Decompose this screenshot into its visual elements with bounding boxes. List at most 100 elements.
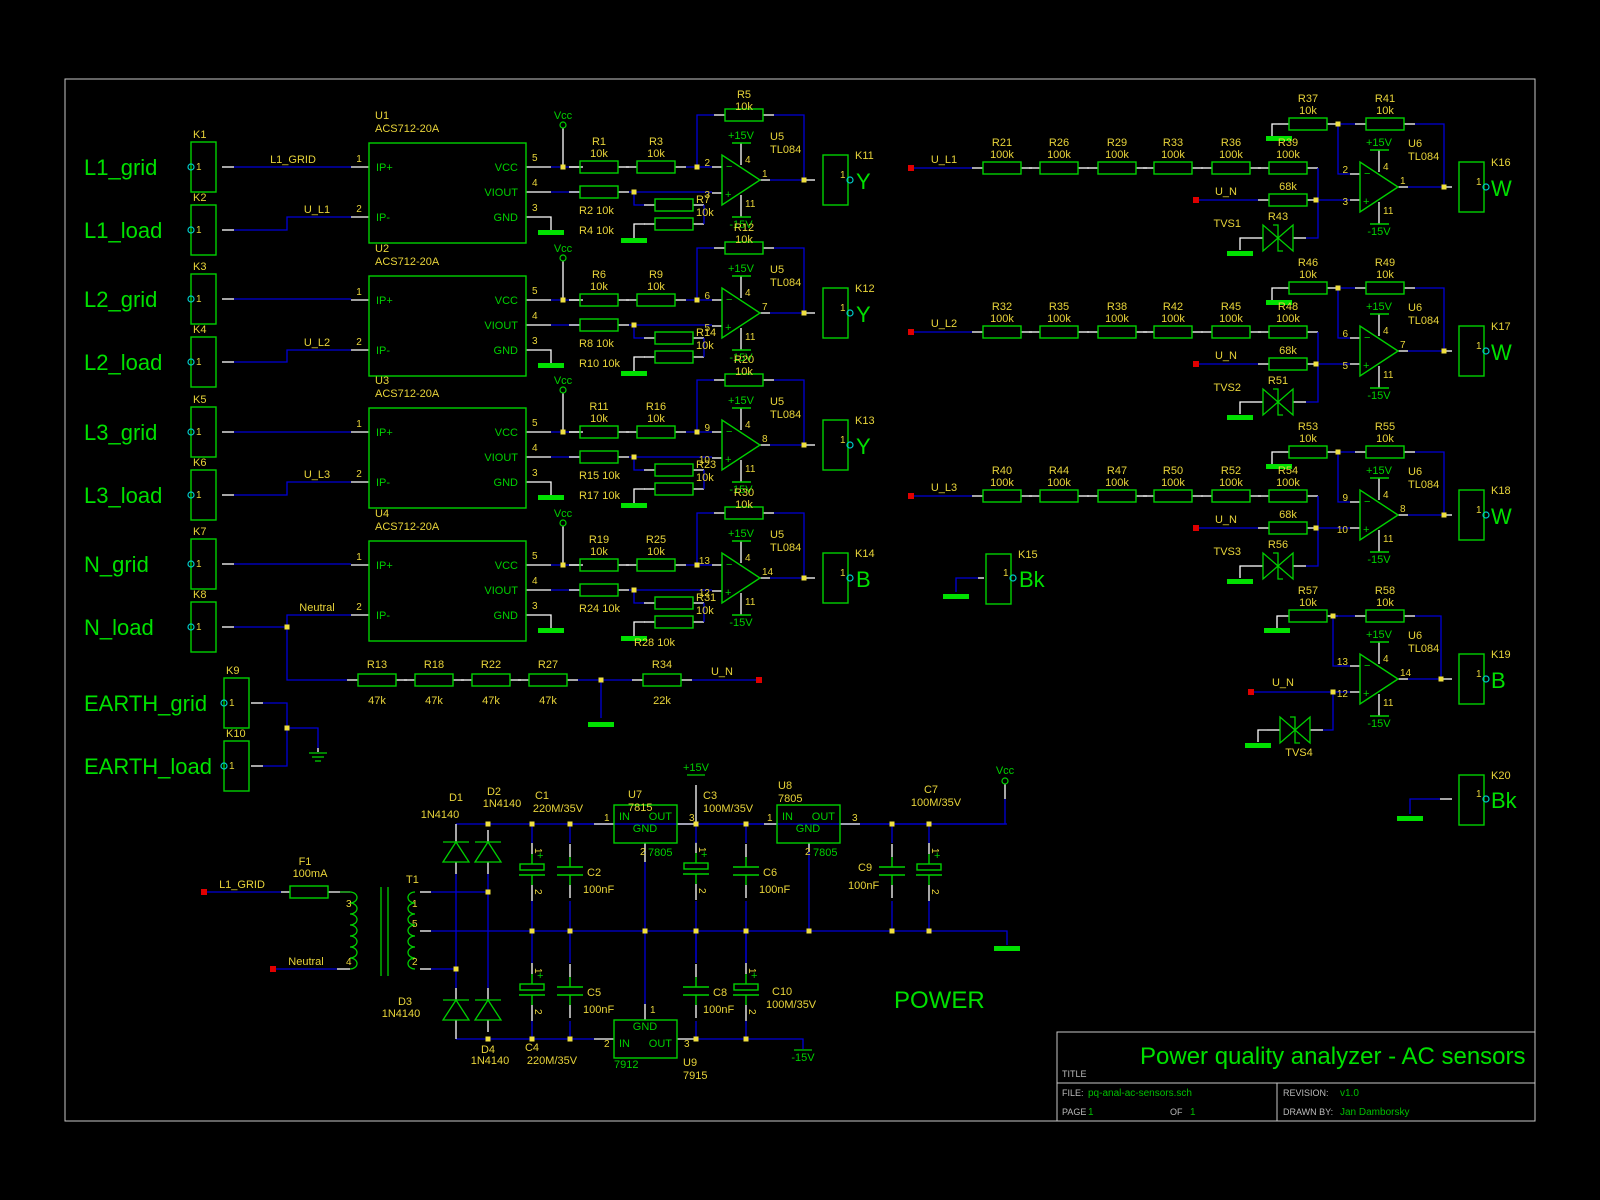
capacitor-value: 100nF [583,1004,614,1016]
connector-pin-number: 1 [840,170,846,181]
opamp-u5-7 [721,286,762,340]
opamp-pin-vn: 11 [1383,370,1394,381]
pin-lead [633,223,645,238]
vcc-label: Vcc [996,765,1015,777]
divider-resistor [1268,161,1308,175]
resistor-value: 68k [1279,181,1297,193]
opamp-pin-out: 7 [762,302,768,313]
resistor-fb-ref: R30 [734,487,754,499]
wire [1306,200,1319,239]
resistor-rb [636,425,676,439]
capacitor-value: 100M/35V [911,797,962,809]
wire [696,512,714,565]
opamp-pin-noninv: 10 [1337,525,1349,536]
resistor-ref: R44 [1049,465,1069,477]
title-block: Power quality analyzer - AC sensors TITL… [1056,1031,1536,1122]
junction-dot [743,821,749,827]
opamp-vpos: +15V [1366,137,1393,149]
resistor-fb [724,506,764,520]
capacitor-pin-1: 1 [929,848,940,854]
opamp-part: TL084 [770,277,801,289]
junction-dot [529,1036,535,1042]
vcc-port-icon [1001,777,1009,785]
resistor-fb-value: 10k [735,499,753,511]
connector-body [190,406,217,458]
junction-dot [801,177,807,183]
resistor-ref: R42 [1163,301,1183,313]
regulator-gnd-label: GND [633,823,658,835]
net-port-icon [908,493,914,499]
divider-resistor [642,673,682,687]
resistor-ref: R58 [1375,585,1395,597]
resistor-fb-ref: R20 [734,354,754,366]
resistor-ref: R39 [1278,137,1298,149]
opamp-pin-vn: 11 [745,332,756,343]
rail-neg-label: -15V [791,1052,815,1064]
divider-resistor [1211,489,1251,503]
net-port-icon [270,966,276,972]
resistor-bias-value: 10k [696,340,714,352]
tvs-ref: TVS1 [1213,218,1241,230]
diode-icon [473,840,503,863]
resistor-fb [1365,445,1405,459]
junction-dot [567,821,573,827]
resistor-ref: R48 [1278,301,1298,313]
opamp-minus-sign: − [726,426,732,438]
resistor-value: 100k [990,149,1014,161]
vcc-port-icon [559,254,567,262]
wire [1323,692,1334,731]
capacitor-ref: C10 [772,986,792,998]
junction-dot [926,821,932,827]
opamp-part: TL084 [770,144,801,156]
resistor-value: 100k [1161,313,1185,325]
divider-resistor [1039,325,1079,339]
transformer-primary-icon [349,891,358,970]
opamp-pin-vn: 11 [745,199,756,210]
sensor-pin-1: 1 [356,154,362,165]
tvs-bar-icon [1290,716,1300,744]
resistor-un [1268,521,1308,535]
resistor-value: 100k [1105,149,1129,161]
tvs-diode-icon [1277,387,1294,417]
opamp-pin-noninv: 3 [704,190,710,201]
opamp-pin-noninv: 3 [1342,197,1348,208]
connector-pin-icon [846,574,854,582]
junction-dot [693,1036,699,1042]
ground-bar-icon [1245,743,1271,748]
vcc-port-icon [559,121,567,129]
connector-pin-icon [187,560,195,568]
junction-dot [453,966,459,972]
terminal-label-earth-grid: EARTH_grid [84,691,207,716]
transformer-pin-5: 5 [412,919,418,930]
wire [287,727,319,748]
tvs-ref: TVS2 [1213,382,1241,394]
resistor-value: 68k [1279,345,1297,357]
capacitor-pin-1: 1 [532,848,543,854]
divider-resistor-value: 47k [425,695,443,707]
capacitor-plus-sign: + [934,850,940,862]
capacitor-ref: C8 [713,987,727,999]
regulator-ref: U7 [628,789,642,801]
transformer-pin-1: 1 [412,899,418,910]
resistor-value: 10k [1299,433,1317,445]
opamp-pin-vp: 4 [745,553,751,564]
tvs-resistor-ref: R56 [1268,539,1288,551]
connector-ref: K3 [193,261,206,273]
opamp-ref: U5 [770,131,784,143]
tvs-resistor-ref: R43 [1268,211,1288,223]
opamp-pin-inv: 9 [704,423,710,434]
resistor-ref: R47 [1107,465,1127,477]
resistor-ref: R6 [592,269,606,281]
sensor-viout: VIOUT [484,320,518,332]
divider-resistor-ref: R22 [481,659,501,671]
ground-bar-icon [538,628,564,633]
resistor-value: 10k [1376,597,1394,609]
net-label-u-n: U_N [1272,677,1294,689]
pin-lead [1257,729,1267,742]
tvs-diode-icon [1262,551,1279,581]
terminal-label-l3-load: L3_load [84,483,162,508]
opamp-pin-vp: 4 [1383,654,1389,665]
divider-resistor [1097,161,1137,175]
connector-pin-number: 1 [196,225,202,236]
junction-dot [1330,689,1336,695]
